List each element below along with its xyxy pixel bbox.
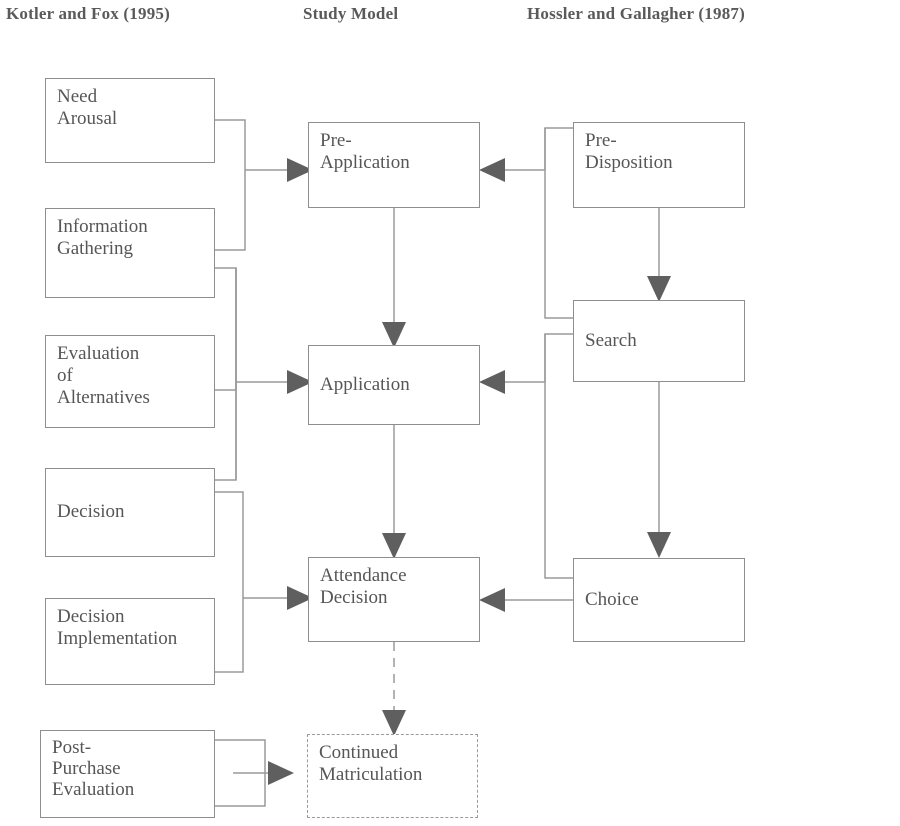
box-attendance-decision[interactable]: Attendance Decision: [308, 557, 480, 642]
box-evaluation-of-alternatives[interactable]: Evaluation of Alternatives: [45, 335, 215, 428]
wire-pre-disposition-bus-to-search: [544, 128, 573, 319]
box-decision[interactable]: Decision: [45, 468, 215, 557]
wire-attendance-decision-to-continued-matriculation: [382, 642, 406, 736]
wire-decision-to-attendance-decision: [215, 491, 313, 673]
wire-pre-disposition-to-search: [647, 208, 671, 302]
box-search-label: Search: [585, 329, 637, 351]
box-post-purchase-evaluation[interactable]: Post- Purchase Evaluation: [40, 730, 215, 818]
wire-search-bus-to-choice: [544, 334, 573, 579]
box-choice[interactable]: Choice: [573, 558, 745, 642]
wire-decision-to-bus: [215, 268, 237, 481]
wire-need-arousal-to-pre-application: [215, 119, 313, 251]
box-pre-application[interactable]: Pre- Application: [308, 122, 480, 208]
header-kotler-and-fox: Kotler and Fox (1995): [6, 4, 170, 23]
wire-pre-application-to-application: [382, 208, 406, 348]
header-hossler-and-gallagher: Hossler and Gallagher (1987): [527, 4, 745, 23]
wire-pre-disposition-to-pre-application: [479, 127, 573, 182]
wire-search-to-application: [479, 333, 573, 394]
box-application-label: Application: [320, 373, 410, 395]
header-study-model: Study Model: [303, 4, 399, 23]
box-choice-label: Choice: [585, 588, 639, 610]
box-information-gathering[interactable]: Information Gathering: [45, 208, 215, 298]
wire-search-to-choice: [647, 382, 671, 558]
box-continued-matriculation[interactable]: Continued Matriculation: [307, 734, 478, 818]
box-need-arousal[interactable]: Need Arousal: [45, 78, 215, 163]
wire-application-to-attendance-decision: [382, 425, 406, 559]
box-search[interactable]: Search: [573, 300, 745, 382]
box-application[interactable]: Application: [308, 345, 480, 425]
box-pre-disposition[interactable]: Pre- Disposition: [573, 122, 745, 208]
wire-information-gathering-to-application: [215, 267, 313, 394]
wire-post-purchase-evaluation-to-continued-matriculation: [215, 739, 294, 807]
box-decision-implementation[interactable]: Decision Implementation: [45, 598, 215, 685]
wire-choice-to-attendance-decision: [479, 588, 573, 612]
box-decision-label: Decision: [57, 501, 125, 523]
